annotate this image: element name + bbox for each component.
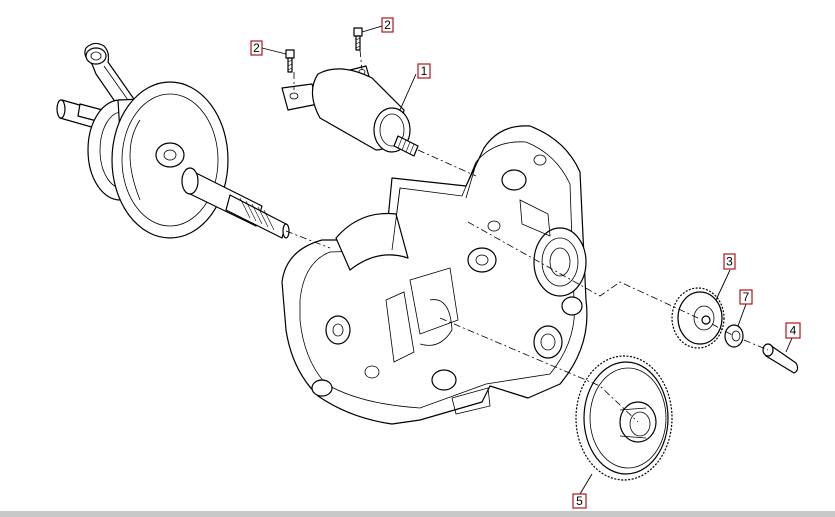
bolt-left (285, 49, 295, 73)
callout-4: 4 (785, 322, 801, 339)
starter-motor (281, 65, 419, 157)
crankcase (281, 125, 588, 425)
callout-5-label: 5 (576, 494, 583, 508)
bottom-scroll-bar (0, 511, 835, 517)
gear-3 (671, 287, 725, 349)
bolt-right (353, 27, 363, 51)
callout-1-label: 1 (421, 64, 428, 78)
callout-7: 7 (739, 289, 753, 305)
pin-4 (762, 343, 799, 374)
callout-7-label: 7 (743, 290, 750, 304)
assembly-axis-lines (285, 49, 769, 423)
callout-3: 3 (723, 253, 736, 270)
leader-lines (261, 25, 793, 495)
callout-5: 5 (572, 493, 587, 509)
callout-3-label: 3 (726, 255, 733, 269)
callout-2-left: 2 (250, 40, 263, 56)
callout-2-right-label: 2 (384, 18, 391, 32)
callout-1: 1 (417, 63, 431, 79)
crankshaft-assembly (56, 42, 290, 239)
gear-5 (575, 355, 673, 481)
callout-2-right: 2 (381, 17, 394, 33)
callout-4-label: 4 (790, 324, 797, 338)
callout-2-left-label: 2 (253, 41, 260, 55)
